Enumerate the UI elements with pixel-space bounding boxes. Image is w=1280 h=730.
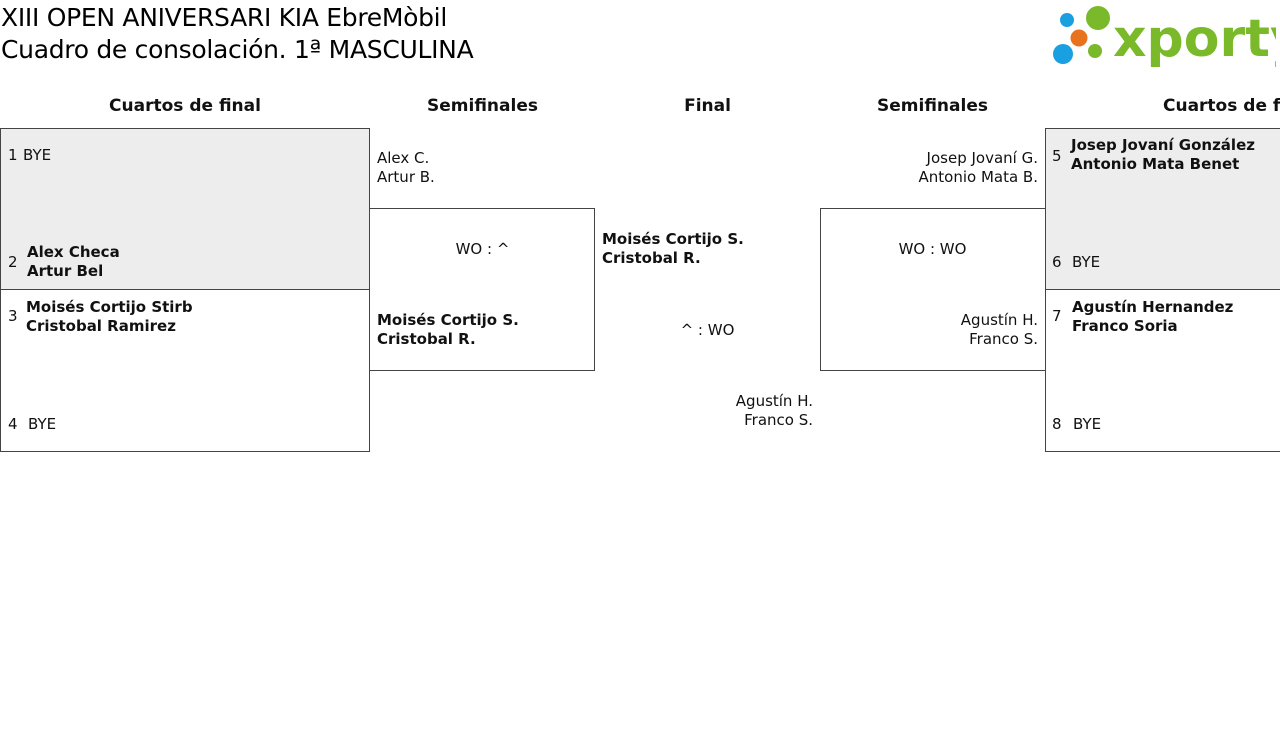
logo-wordmark: xporty [1113, 9, 1276, 68]
final-score: ^ : WO [680, 321, 735, 339]
semi-left-top-player: Alex C. [377, 149, 430, 167]
seed-number: 2 [8, 253, 18, 271]
seed-number: 1 [8, 146, 18, 164]
semi-left-bottom-player: Moisés Cortijo S. [377, 311, 519, 329]
semi-right-top-player: Antonio Mata B. [918, 168, 1038, 186]
seed-number: 5 [1052, 147, 1062, 165]
semi-right-score: WO : WO [898, 240, 967, 258]
semi-right-top-player: Josep Jovaní G. [926, 149, 1038, 167]
round-header-semis-right: Semifinales [877, 96, 988, 116]
round-header-final: Final [684, 96, 731, 116]
player-name: Cristobal Ramirez [26, 317, 176, 335]
qf-match-right-1 [1045, 128, 1280, 290]
tournament-title: XIII OPEN ANIVERSARI KIA EbreMòbil [1, 3, 447, 32]
final-top-player: Moisés Cortijo S. [602, 230, 744, 248]
round-header-quarters-left: Cuartos de final [109, 96, 261, 116]
player-name: Moisés Cortijo Stirb [26, 298, 193, 316]
player-name: Antonio Mata Benet [1071, 155, 1240, 173]
final-bottom-player: Agustín H. [735, 392, 813, 410]
seed-number: 4 [8, 415, 18, 433]
semi-left-score: WO : ^ [455, 240, 510, 258]
player-name: BYE [1072, 253, 1101, 271]
seed-number: 7 [1052, 307, 1062, 325]
player-name: Alex Checa [27, 243, 120, 261]
final-bottom-player: Franco S. [744, 411, 813, 429]
player-name: Josep Jovaní González [1071, 136, 1255, 154]
semi-left-bottom-player: Cristobal R. [377, 330, 476, 348]
seed-number: 8 [1052, 415, 1062, 433]
qf-match-left-1 [0, 128, 370, 290]
seed-number: 6 [1052, 253, 1062, 271]
semi-left-match [369, 208, 595, 371]
player-name: BYE [1073, 415, 1102, 433]
xporty-logo[interactable]: xporty [1052, 4, 1280, 69]
player-name: Agustín Hernandez [1072, 298, 1234, 316]
draw-subtitle: Cuadro de consolación. 1ª MASCULINA [1, 35, 474, 64]
player-name: Franco Soria [1072, 317, 1178, 335]
seed-number: 3 [8, 307, 18, 325]
player-name: Artur Bel [27, 262, 104, 280]
semi-right-bottom-player: Franco S. [969, 330, 1038, 348]
semi-left-top-player: Artur B. [377, 168, 435, 186]
logo-dots-icon: xporty [1053, 6, 1280, 69]
semi-right-bottom-player: Agustín H. [960, 311, 1038, 329]
final-top-player: Cristobal R. [602, 249, 701, 267]
round-header-quarters-right: Cuartos de final [1163, 96, 1280, 116]
player-name: BYE [23, 146, 52, 164]
player-name: BYE [28, 415, 57, 433]
round-header-semis-left: Semifinales [427, 96, 538, 116]
qf-match-right-2 [1045, 289, 1280, 452]
